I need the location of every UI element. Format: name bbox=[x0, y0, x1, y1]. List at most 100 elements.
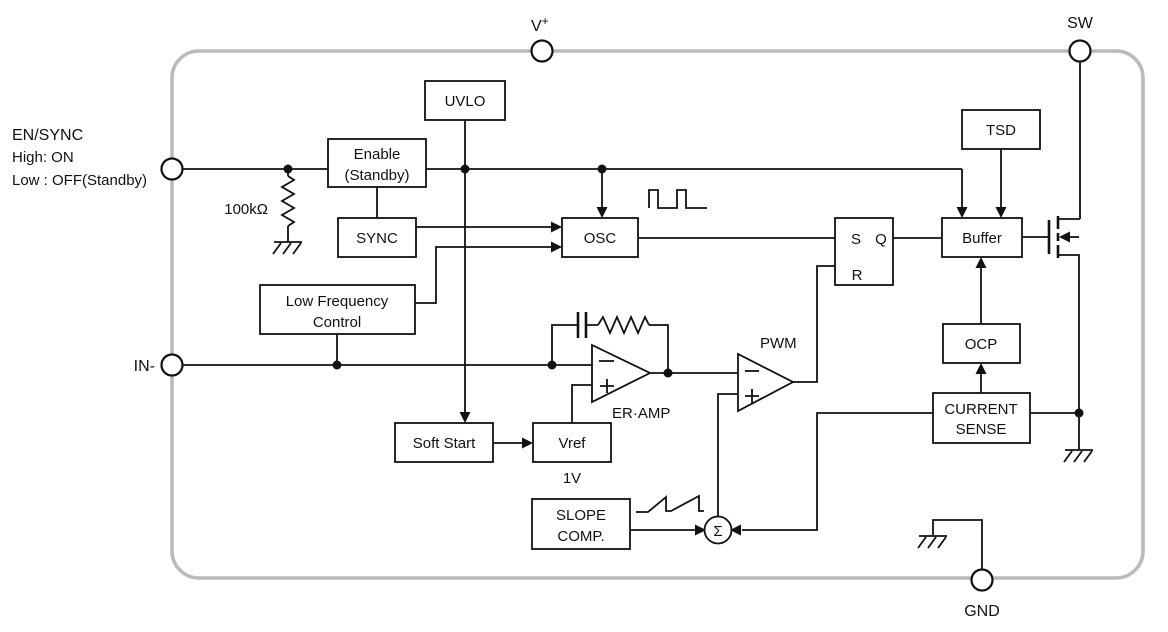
summing-node: Σ bbox=[703, 515, 733, 545]
block-tsd: TSD bbox=[961, 109, 1041, 150]
sr-latch-box bbox=[834, 217, 894, 286]
latch-r-label: R bbox=[852, 267, 863, 284]
wire-cs-sum bbox=[742, 412, 933, 531]
enable-label-line1: Enable bbox=[354, 146, 401, 163]
junction-dot bbox=[1074, 408, 1084, 418]
arrow-enable-osc-icon bbox=[596, 207, 608, 218]
block-low-frequency-control: Low Frequency Control bbox=[259, 284, 416, 335]
junction-dot bbox=[332, 360, 342, 370]
pin-circle-gnd bbox=[970, 568, 994, 592]
arrow-sync-osc-icon bbox=[551, 221, 562, 233]
junction-dots bbox=[283, 164, 1084, 418]
ground-symbol bbox=[272, 241, 303, 255]
er-amp-triangle bbox=[591, 343, 653, 404]
junction-dot bbox=[597, 164, 607, 174]
pin-circle-en-sync bbox=[160, 157, 184, 181]
arrow-cs-ocp-icon bbox=[975, 363, 987, 374]
enable-label-line2: (Standby) bbox=[344, 167, 409, 184]
block-slope-comp: SLOPE COMP. bbox=[531, 498, 631, 550]
wires bbox=[183, 62, 1081, 569]
block-enable: Enable (Standby) bbox=[327, 138, 427, 188]
slope-comp-label-line2: COMP. bbox=[557, 528, 604, 545]
ocp-box bbox=[942, 323, 1021, 364]
wire-sw-drain bbox=[1058, 62, 1081, 220]
wire-gnd-internal bbox=[932, 519, 983, 569]
pwm-plus-sign bbox=[745, 389, 759, 403]
junction-dot bbox=[663, 368, 673, 378]
wire-pwm-reset bbox=[793, 265, 835, 383]
arrow-lfc-osc-icon bbox=[551, 241, 562, 253]
ground-symbol bbox=[917, 535, 948, 549]
er-amp-label: ER·AMP bbox=[612, 405, 670, 422]
arrow-uvlo-softstart-icon bbox=[459, 412, 471, 423]
pin-en-sync-note-low: Low : OFF(Standby) bbox=[12, 172, 147, 189]
wire-vref-plus bbox=[571, 384, 592, 423]
current-sense-label-line2: SENSE bbox=[956, 421, 1007, 438]
ground-symbol bbox=[1063, 449, 1094, 463]
soft-start-label: Soft Start bbox=[413, 435, 476, 452]
pin-gnd: GND bbox=[964, 568, 1000, 620]
resistor-value-label: 100kΩ bbox=[224, 201, 268, 218]
block-osc: OSC bbox=[561, 217, 639, 258]
osc-label: OSC bbox=[584, 230, 617, 247]
sigma-icon: Σ bbox=[713, 523, 722, 540]
block-soft-start: Soft Start bbox=[394, 422, 494, 463]
error-amp: ER·AMP bbox=[591, 343, 670, 422]
pin-in-minus-label: IN- bbox=[134, 358, 155, 375]
clock-pulse-waveform-icon bbox=[648, 189, 707, 209]
resistor-feedback bbox=[597, 314, 650, 336]
pwm-triangle bbox=[737, 352, 795, 413]
pin-circle-in-minus bbox=[160, 353, 184, 377]
pin-vplus-sup: + bbox=[542, 14, 549, 28]
current-sense-box bbox=[932, 392, 1031, 444]
resistor-100k bbox=[280, 175, 296, 227]
arrow-softstart-vref-icon bbox=[522, 437, 533, 449]
tsd-box bbox=[961, 109, 1041, 150]
er-amp-plus-sign bbox=[600, 379, 614, 393]
pin-vplus-base: V bbox=[531, 18, 542, 35]
arrow-ocp-buffer-icon bbox=[975, 257, 987, 268]
block-vref: Vref 1V bbox=[532, 422, 612, 487]
sync-label: SYNC bbox=[356, 230, 398, 247]
ic-boundary bbox=[170, 49, 1145, 580]
junction-dot bbox=[460, 164, 470, 174]
tsd-label: TSD bbox=[986, 122, 1016, 139]
pwm-comparator: PWM bbox=[737, 335, 797, 413]
wire-sum-pwm bbox=[717, 393, 738, 516]
pin-sw: SW bbox=[1067, 15, 1094, 63]
slope-comp-label-line1: SLOPE bbox=[556, 507, 606, 524]
pin-sw-label: SW bbox=[1067, 15, 1094, 32]
osc-box bbox=[561, 217, 639, 258]
lfc-label-line1: Low Frequency bbox=[286, 293, 389, 310]
soft-start-box bbox=[394, 422, 494, 463]
wire-enable-net bbox=[426, 120, 963, 413]
ocp-label: OCP bbox=[965, 336, 998, 353]
block-sync: SYNC bbox=[337, 217, 417, 258]
pin-vplus: V+ bbox=[530, 14, 554, 63]
sr-latch: S Q R bbox=[834, 217, 894, 286]
arrow-enable-buffer-icon bbox=[956, 207, 968, 218]
wire-feedback bbox=[551, 324, 669, 373]
junction-dot bbox=[547, 360, 557, 370]
slope-comp-box bbox=[531, 498, 631, 550]
block-current-sense: CURRENT SENSE bbox=[932, 392, 1031, 444]
pin-gnd-label: GND bbox=[964, 603, 1000, 620]
pwm-label: PWM bbox=[760, 335, 797, 352]
block-uvlo: UVLO bbox=[424, 80, 506, 121]
junction-dot bbox=[283, 164, 293, 174]
sigma-circle bbox=[703, 515, 733, 545]
uvlo-box bbox=[424, 80, 506, 121]
latch-s-label: S bbox=[851, 231, 861, 248]
enable-box bbox=[327, 138, 427, 188]
wire-source-gnd bbox=[1058, 254, 1080, 449]
buffer-box bbox=[941, 217, 1023, 258]
buffer-label: Buffer bbox=[962, 230, 1002, 247]
arrowheads bbox=[459, 207, 1007, 536]
pin-en-sync: EN/SYNC High: ON Low : OFF(Standby) bbox=[12, 127, 184, 189]
pin-en-sync-label: EN/SYNC bbox=[12, 127, 83, 144]
vref-box bbox=[532, 422, 612, 463]
pin-in-minus: IN- bbox=[134, 353, 184, 377]
wire-lfc-osc bbox=[415, 246, 552, 304]
sync-box bbox=[337, 217, 417, 258]
